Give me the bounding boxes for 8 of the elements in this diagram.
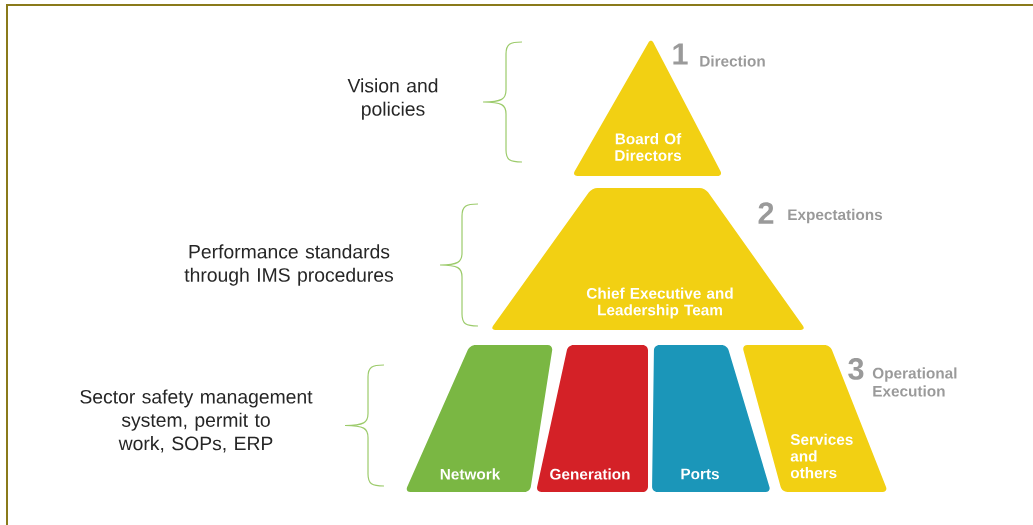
sector-block: Generation [537, 345, 648, 492]
level-description: Sector safety management system, permit to work, SOPs, ERP [80, 389, 313, 453]
level-number: 2 [758, 202, 774, 224]
level-number: 1 [673, 43, 688, 65]
level-description: Performance standards through IMS procedures [184, 244, 394, 286]
sector-block: Ports [652, 345, 770, 492]
level-number: 3 [848, 358, 864, 380]
level-description: Vision and policies [347, 78, 438, 120]
